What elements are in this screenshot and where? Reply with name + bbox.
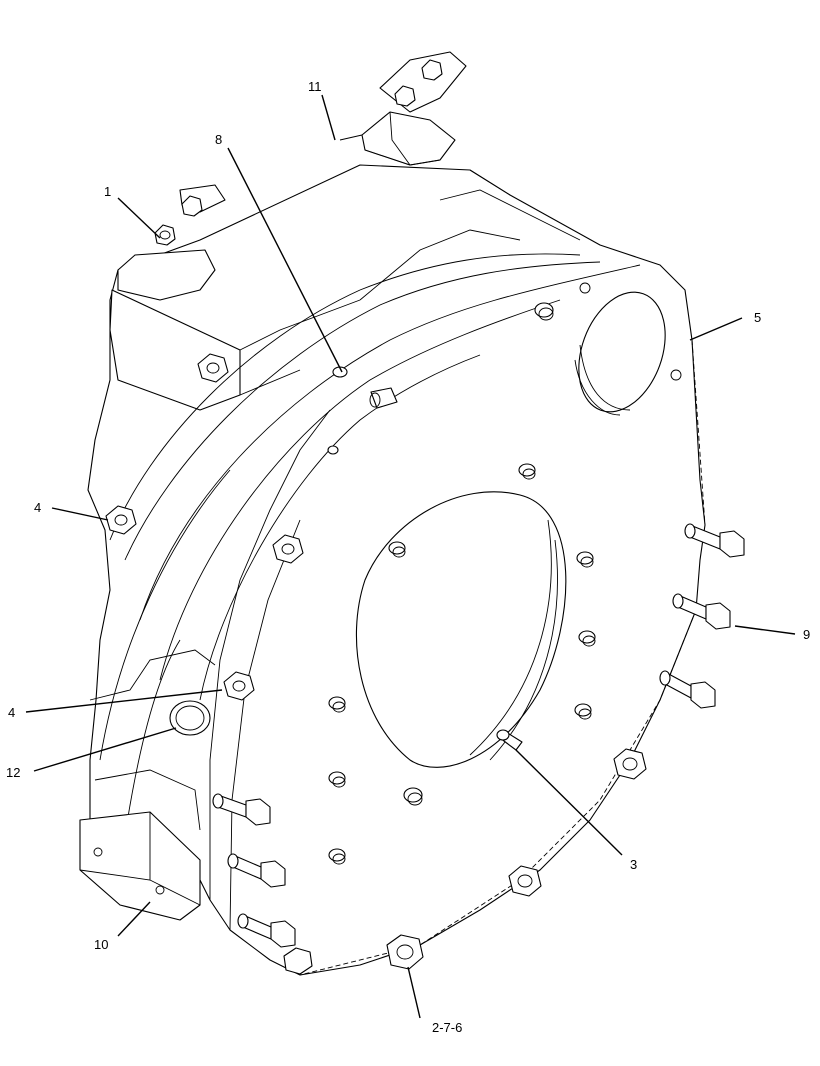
dowel-pin	[496, 729, 523, 751]
callout-11: 11	[308, 79, 322, 94]
callout-1: 1	[104, 184, 111, 199]
hex-nut	[386, 934, 424, 970]
hex-nut	[508, 865, 542, 897]
bore-bolt-holes	[327, 302, 596, 865]
hex-bolts-right	[386, 523, 745, 970]
callout-4-upper: 4	[34, 500, 41, 515]
hex-nut	[613, 748, 647, 780]
plug	[169, 700, 211, 736]
callout-5: 5	[754, 310, 761, 325]
callout-labels: 11 8 1 5 4 9 4 12 3 10 2-7-6	[6, 79, 810, 1035]
housing-flange-ribs	[79, 189, 641, 931]
crankshaft-bore	[355, 491, 567, 768]
starter-opening	[574, 282, 682, 416]
callout-4-lower: 4	[8, 705, 15, 720]
bottom-left-bracket	[79, 811, 201, 921]
callout-8: 8	[215, 132, 222, 147]
leader-lines	[25, 94, 796, 1019]
callout-10: 10	[94, 937, 108, 952]
flange-bolts	[105, 59, 443, 701]
callout-3: 3	[630, 857, 637, 872]
callout-12: 12	[6, 765, 20, 780]
callout-2-7-6: 2-7-6	[432, 1020, 462, 1035]
hex-bolts-left	[212, 793, 313, 975]
callout-9: 9	[803, 627, 810, 642]
